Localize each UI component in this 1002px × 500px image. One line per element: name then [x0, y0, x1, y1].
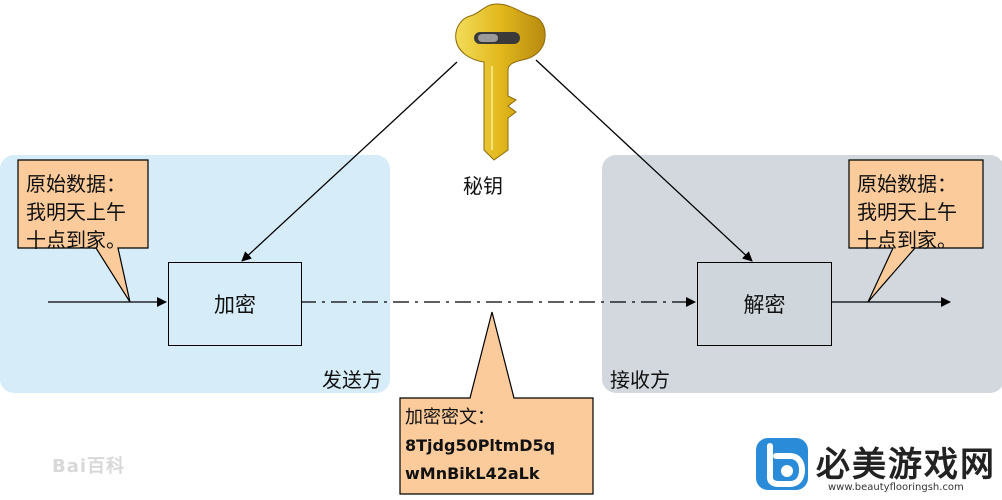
- cipher-line: wMnBikL42aLk: [405, 464, 540, 483]
- left-callout-text: 原始数据： 我明天上午 十点到家。: [26, 170, 146, 254]
- brand-url: www.beautyflooringsh.com: [828, 482, 964, 493]
- right-callout-line: 十点到家。: [857, 228, 957, 252]
- encrypt-box: 加密: [168, 262, 302, 346]
- left-callout-line: 我明天上午: [26, 200, 126, 224]
- decrypt-box: 解密: [697, 262, 832, 346]
- brand-logo-icon: [756, 438, 808, 490]
- cipher-line: 8Tjdg50PltmD5q: [405, 436, 556, 455]
- key-label: 秘钥: [463, 174, 503, 198]
- key-to-encrypt-arrow: [241, 61, 458, 262]
- cipher-title: 加密密文：: [405, 407, 495, 428]
- right-data-callout: [848, 159, 984, 303]
- receiver-label: 接收方: [610, 368, 670, 392]
- left-callout-line: 十点到家。: [26, 228, 126, 252]
- left-callout-line: 原始数据：: [26, 172, 126, 196]
- right-callout-line: 原始数据：: [857, 172, 957, 196]
- baidu-watermark: Bai百科: [52, 456, 126, 477]
- left-data-callout: [17, 159, 149, 303]
- decrypt-label: 解密: [743, 293, 786, 317]
- cipher-text: 加密密文： 8Tjdg50PltmD5q wMnBikL42aLk: [405, 404, 585, 488]
- cipher-callout: [399, 311, 594, 495]
- right-callout-text: 原始数据： 我明天上午 十点到家。: [857, 170, 977, 254]
- sender-label: 发送方: [322, 368, 382, 392]
- brand-title: 必美游戏网: [816, 445, 996, 485]
- encrypt-label: 加密: [214, 293, 256, 317]
- right-callout-line: 我明天上午: [857, 200, 957, 224]
- key-icon: [455, 3, 546, 161]
- key-to-decrypt-arrow: [535, 59, 753, 262]
